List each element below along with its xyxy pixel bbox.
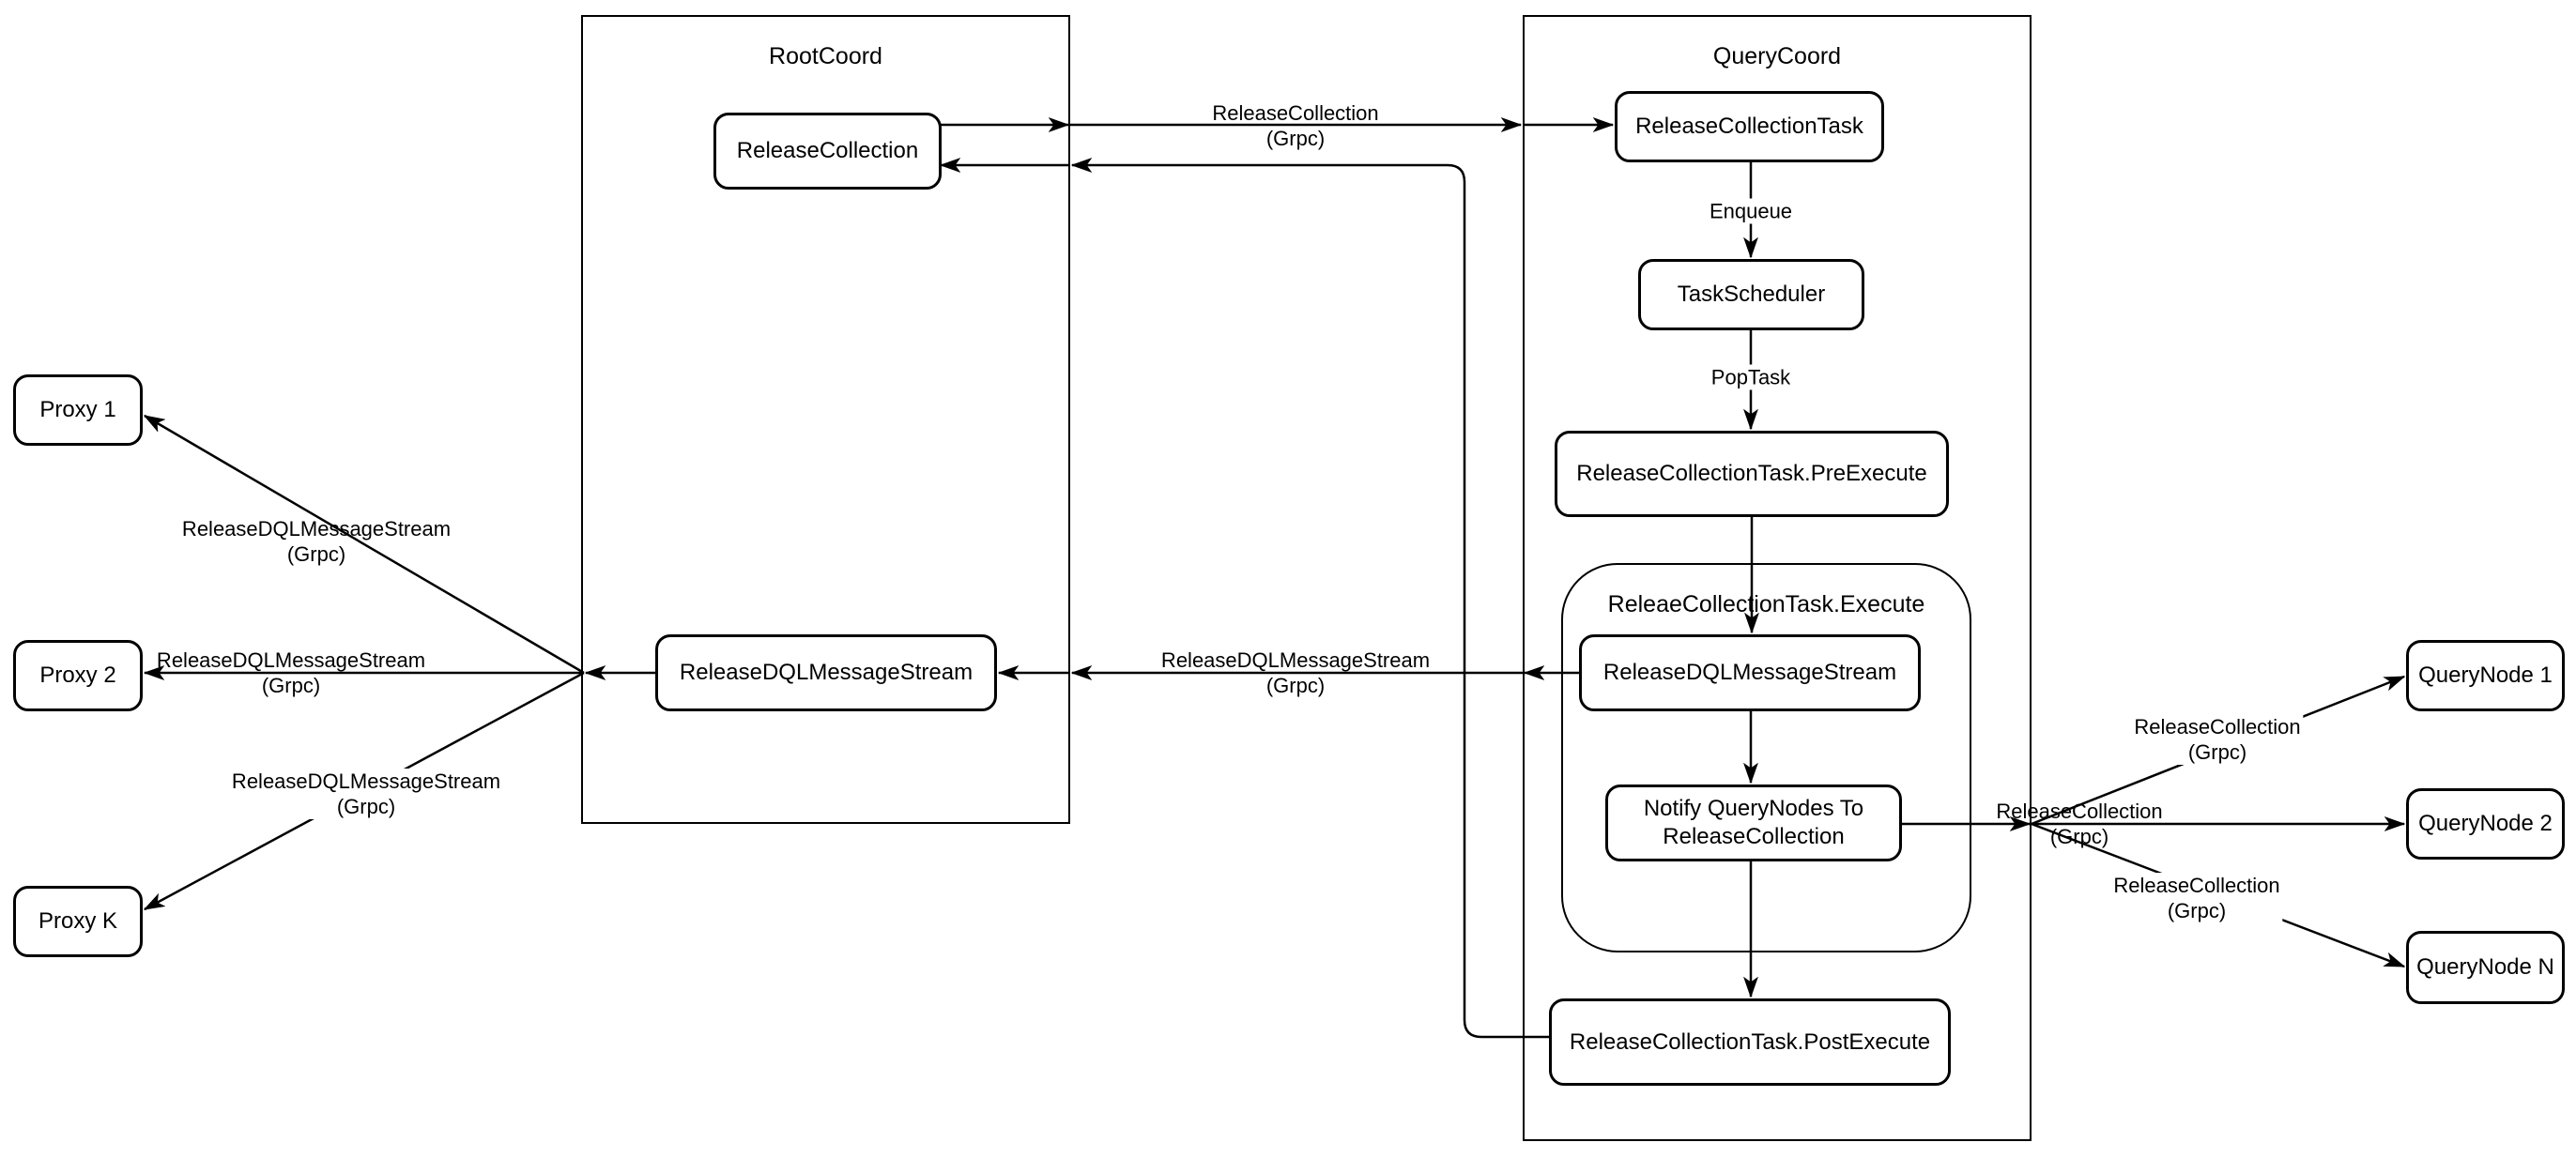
node-proxy-k: Proxy K bbox=[13, 886, 143, 957]
edge-label-line2: (Grpc) bbox=[261, 674, 321, 697]
node-proxy-2: Proxy 2 bbox=[13, 640, 143, 711]
node-post-execute: ReleaseCollectionTask.PostExecute bbox=[1549, 998, 1951, 1086]
node-query-node-2: QueryNode 2 bbox=[2406, 788, 2565, 860]
edge-to-proxy-1 bbox=[145, 414, 585, 675]
edge-label-line2: (Grpc) bbox=[1265, 674, 1326, 697]
node-release-collection-task: ReleaseCollectionTask bbox=[1615, 91, 1884, 162]
edge-label-line2: (Grpc) bbox=[2167, 899, 2227, 922]
node-pre-execute: ReleaseCollectionTask.PreExecute bbox=[1555, 431, 1949, 517]
edge-label-line2: (Grpc) bbox=[1265, 127, 1326, 150]
node-query-node-1: QueryNode 1 bbox=[2406, 640, 2565, 711]
edge-label-poptask: PopTask bbox=[1708, 364, 1794, 390]
node-proxy-1: Proxy 1 bbox=[13, 374, 143, 446]
container-rootcoord: RootCoord bbox=[581, 15, 1070, 824]
edge-label-line1: ReleaseDQLMessageStream bbox=[156, 648, 426, 672]
notify-line2: ReleaseCollection bbox=[1663, 824, 1845, 849]
edge-label-enqueue: Enqueue bbox=[1706, 198, 1796, 224]
edge-label-line2: (Grpc) bbox=[2049, 825, 2109, 848]
node-task-scheduler: TaskScheduler bbox=[1638, 259, 1864, 330]
node-release-collection: ReleaseCollection bbox=[713, 113, 942, 190]
edge-label-line1: ReleaseCollection bbox=[1212, 101, 1379, 125]
edge-label-line1: ReleaseCollection bbox=[1996, 800, 2163, 823]
edge-label-to-proxy-2: ReleaseDQLMessageStream (Grpc) bbox=[154, 647, 428, 698]
node-query-node-n: QueryNode N bbox=[2406, 931, 2565, 1004]
edge-label-to-proxy-k: ReleaseDQLMessageStream (Grpc) bbox=[228, 769, 504, 819]
edge-label-line1: ReleaseCollection bbox=[2134, 715, 2301, 739]
edge-label-to-querynode-n: ReleaseCollection (Grpc) bbox=[2110, 873, 2283, 923]
node-root-dql-stream: ReleaseDQLMessageStream bbox=[655, 634, 997, 711]
edge-label-to-querynode-1: ReleaseCollection (Grpc) bbox=[2131, 714, 2304, 765]
edge-label-to-querynode-2: ReleaseCollection (Grpc) bbox=[1993, 799, 2165, 849]
edge-label-line1: ReleaseCollection bbox=[2113, 874, 2280, 897]
edge-label-line2: (Grpc) bbox=[336, 795, 396, 818]
node-exec-dql-stream: ReleaseDQLMessageStream bbox=[1579, 634, 1921, 711]
querycoord-title: QueryCoord bbox=[1712, 43, 1842, 69]
notify-line1: Notify QueryNodes To bbox=[1643, 796, 1864, 821]
edge-label-line1: ReleaseDQLMessageStream bbox=[181, 517, 452, 541]
node-notify-querynodes: Notify QueryNodes To ReleaseCollection bbox=[1605, 785, 1902, 861]
edge-label-to-proxy-1: ReleaseDQLMessageStream (Grpc) bbox=[179, 516, 453, 567]
container-querycoord: QueryCoord bbox=[1523, 15, 2032, 1141]
edge-postexecute-return-1 bbox=[1072, 165, 1549, 1039]
edge-label-line1: ReleaseDQLMessageStream bbox=[231, 769, 501, 793]
rootcoord-title: RootCoord bbox=[769, 43, 882, 69]
edge-label-releasecollection-grpc: ReleaseCollection (Grpc) bbox=[1209, 100, 1381, 151]
edge-label-line2: (Grpc) bbox=[2187, 740, 2247, 764]
edge-label-line1: ReleaseDQLMessageStream bbox=[1160, 648, 1431, 672]
edge-label-dql-center: ReleaseDQLMessageStream (Grpc) bbox=[1158, 647, 1433, 698]
edge-label-line2: (Grpc) bbox=[286, 542, 346, 566]
execute-group-title: ReleaeCollectionTask.Execute bbox=[1607, 591, 1925, 617]
container-execute-group: ReleaeCollectionTask.Execute bbox=[1561, 563, 1971, 952]
